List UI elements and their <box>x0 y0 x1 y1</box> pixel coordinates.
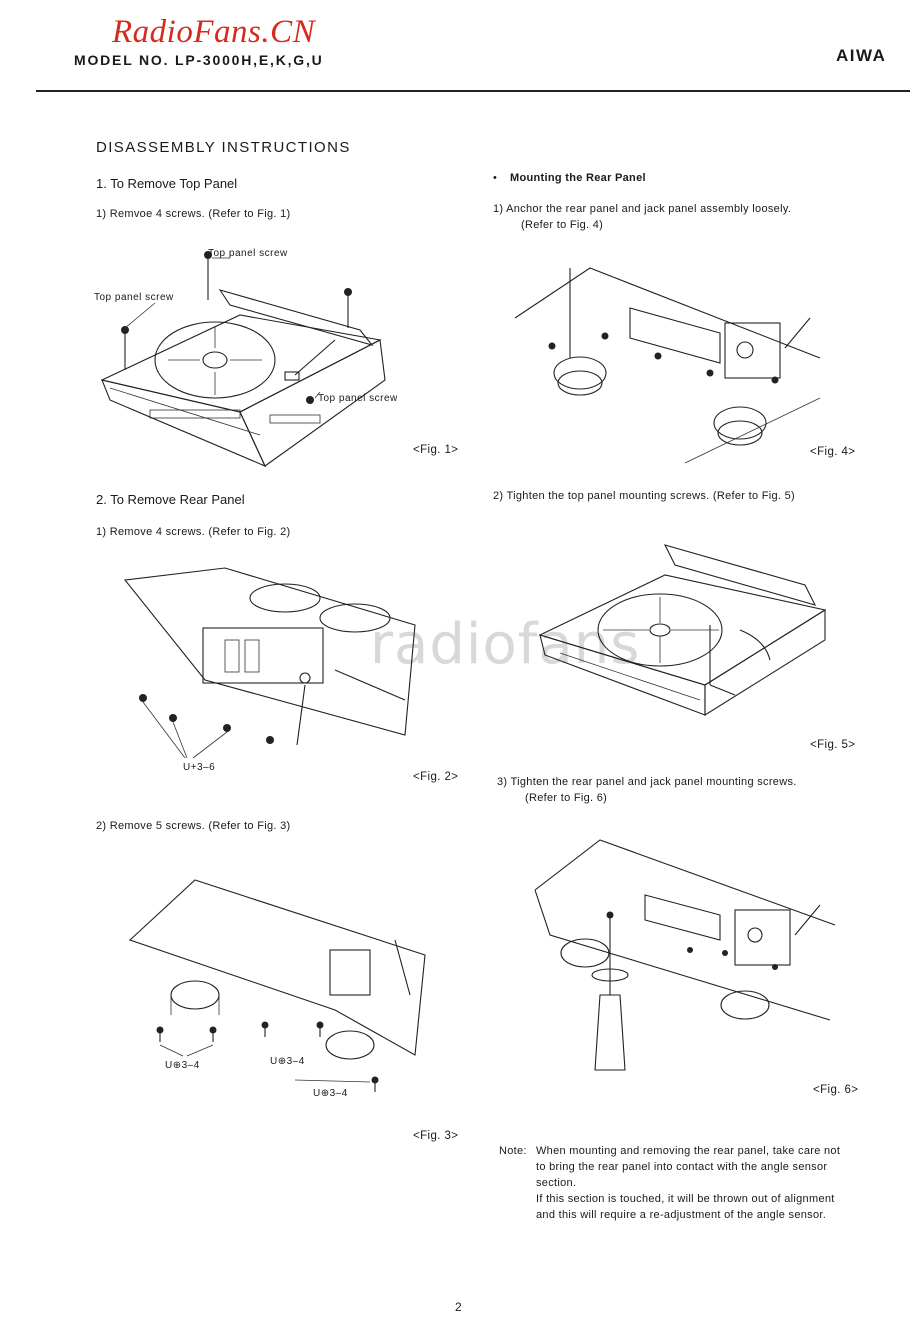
fig4-caption: <Fig. 4> <box>810 446 856 458</box>
fig3-screw-label-2: U⊕3–4 <box>270 1056 305 1067</box>
mounting-heading: Mounting the Rear Panel <box>510 172 646 184</box>
right-step1-line1: 1) Anchor the rear panel and jack panel … <box>493 203 792 215</box>
note-line-2: to bring the rear panel into contact wit… <box>536 1161 828 1173</box>
site-watermark-logo: RadioFans.CN <box>112 14 316 50</box>
page-title: DISASSEMBLY INSTRUCTIONS <box>96 139 351 156</box>
fig5-caption: <Fig. 5> <box>810 739 856 751</box>
right-step3-line1: 3) Tighten the rear panel and jack panel… <box>497 776 797 788</box>
fig4-mounting-illustration <box>514 267 821 464</box>
page-number: 2 <box>455 1300 462 1314</box>
right-step2: 2) Tighten the top panel mounting screws… <box>493 490 796 502</box>
section2-step1: 1) Remove 4 screws. (Refer to Fig. 2) <box>96 526 291 538</box>
fig1-label-left: Top panel screw <box>94 292 174 303</box>
note-line-5: and this will require a re-adjustment of… <box>536 1209 827 1221</box>
note-line-3: section. <box>536 1177 577 1189</box>
brand-name: AIWA <box>836 46 887 65</box>
note-line-1: When mounting and removing the rear pane… <box>536 1145 841 1157</box>
fig3-caption: <Fig. 3> <box>413 1130 459 1142</box>
center-watermark: radiofans <box>370 612 641 677</box>
fig6-caption: <Fig. 6> <box>813 1084 859 1096</box>
figure-3: U⊕3–4 U⊕3–4 U⊕3–4 <box>125 870 435 1110</box>
section1-heading: 1. To Remove Top Panel <box>96 176 238 191</box>
fig1-label-top: Top panel screw <box>208 248 288 259</box>
mounting-bullet: • <box>493 172 498 184</box>
fig6-screwdriver-illustration <box>534 839 836 1071</box>
figure-4 <box>510 248 830 468</box>
fig1-caption: <Fig. 1> <box>413 444 459 456</box>
section2-step2: 2) Remove 5 screws. (Refer to Fig. 3) <box>96 820 291 832</box>
fig2-screw-label: U+3–6 <box>183 762 216 773</box>
section2-heading: 2. To Remove Rear Panel <box>96 492 245 507</box>
fig2-rear-panel-illustration <box>123 567 416 759</box>
right-step3-line2: (Refer to Fig. 6) <box>525 792 608 804</box>
fig5-turntable-illustration <box>538 544 827 716</box>
fig2-caption: <Fig. 2> <box>413 771 459 783</box>
fig1-label-right: Top panel screw <box>318 393 398 404</box>
note-prefix: Note: <box>499 1145 527 1157</box>
fig3-bottom-view-illustration <box>128 879 426 1092</box>
fig3-screw-label-1: U⊕3–4 <box>165 1060 200 1071</box>
model-number: MODEL NO. LP-3000H,E,K,G,U <box>74 52 324 68</box>
note-line-4: If this section is touched, it will be t… <box>536 1193 835 1205</box>
right-step1-line2: (Refer to Fig. 4) <box>521 219 604 231</box>
figure-1: Top panel screw Top panel screw Top pane… <box>90 240 470 470</box>
figure-2: U+3–6 <box>115 560 435 780</box>
figure-6 <box>530 835 840 1075</box>
fig1-turntable-illustration <box>100 251 386 468</box>
section1-step1: 1) Remvoe 4 screws. (Refer to Fig. 1) <box>96 208 291 220</box>
fig3-screw-label-3: U⊕3–4 <box>313 1088 348 1099</box>
figure-5 <box>535 535 835 725</box>
header-rule <box>36 90 910 92</box>
